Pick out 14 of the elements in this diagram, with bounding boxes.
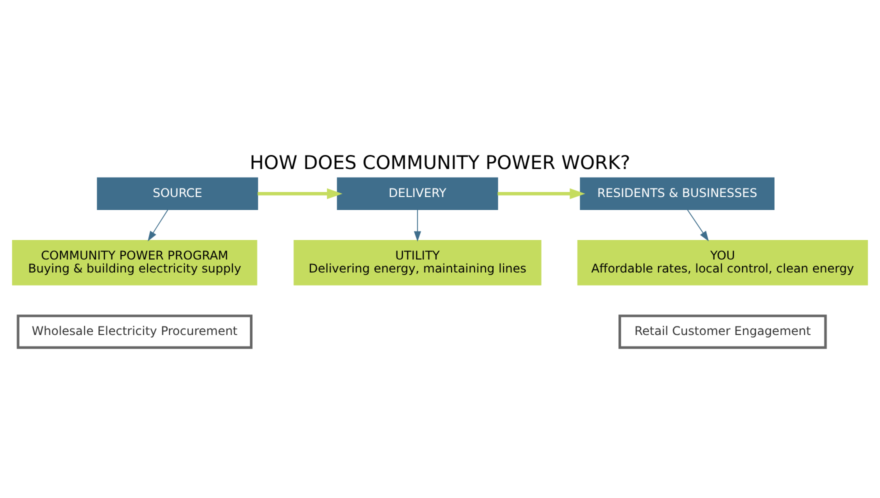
- node-box: SOURCE: [96, 177, 258, 210]
- node-box: DELIVERY: [336, 177, 498, 210]
- node-box: RESIDENTS & BUSINESSES: [580, 177, 774, 210]
- node-box: UTILITY Delivering energy, maintaining lines: [294, 240, 542, 286]
- node-box: COMMUNITY POWER PROGRAM Buying & building electricity supply: [12, 240, 258, 286]
- diagram-title: HOW DOES COMMUNITY POWER WORK?: [250, 152, 630, 174]
- arrow: [414, 209, 422, 242]
- node-box: Wholesale Electricity Procurement: [16, 314, 252, 349]
- arrow: [687, 209, 709, 242]
- arrow: [148, 209, 168, 242]
- node-box: Retail Customer Engagement: [618, 314, 827, 349]
- arrow: [258, 188, 342, 200]
- node-box: YOU Affordable rates, local control, clean energy: [577, 240, 868, 286]
- arrow: [498, 188, 586, 200]
